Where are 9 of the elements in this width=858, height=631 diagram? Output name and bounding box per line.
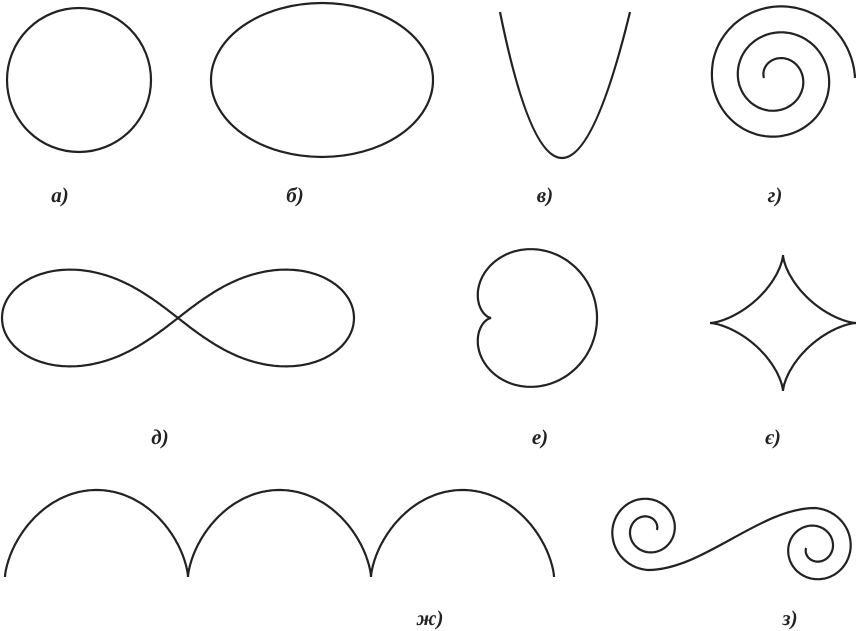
figure-label: з): [782, 608, 798, 629]
figure-label: б): [286, 185, 304, 206]
figure-label: д): [151, 427, 169, 448]
figure-label: е): [532, 427, 548, 448]
figure-label: г): [768, 185, 782, 206]
figure-label: є): [765, 427, 781, 448]
figure-label: ж): [416, 608, 444, 629]
figure-label: а): [51, 185, 69, 206]
figure-label: в): [536, 185, 554, 206]
